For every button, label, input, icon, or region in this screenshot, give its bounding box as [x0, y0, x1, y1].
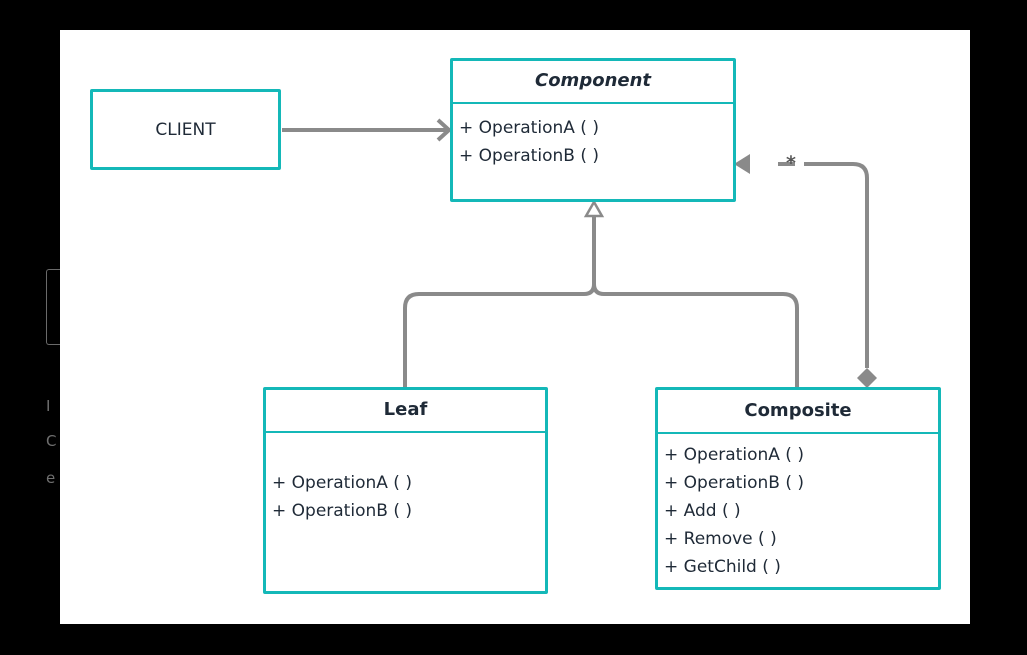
association-arrow [282, 118, 452, 142]
leaf-member: + OperationA ( ) [272, 473, 412, 493]
composite-member: + Remove ( ) [664, 529, 777, 549]
ghost-text-line: I [46, 398, 51, 414]
leaf-members: + OperationA ( ) + OperationB ( ) [266, 433, 545, 525]
composite-member: + OperationB ( ) [664, 473, 804, 493]
generalization-connector [403, 199, 799, 387]
aggregation-connector [734, 154, 877, 388]
composite-member: + GetChild ( ) [664, 557, 781, 577]
diagram-canvas: I C e * CLIENT Component + OperationA ( … [46, 30, 970, 624]
client-box[interactable]: CLIENT [90, 89, 281, 170]
component-class-name: Component [453, 61, 733, 104]
composite-members: + OperationA ( ) + OperationB ( ) + Add … [658, 434, 938, 581]
component-class-box[interactable]: Component + OperationA ( ) + OperationB … [450, 58, 736, 202]
connectors-layer [282, 118, 877, 388]
client-label: CLIENT [155, 119, 216, 140]
component-member: + OperationA ( ) [459, 118, 599, 138]
composite-member: + Add ( ) [664, 501, 741, 521]
component-members: + OperationA ( ) + OperationB ( ) [453, 104, 733, 170]
ghost-text-line: C [46, 433, 57, 449]
composite-member: + OperationA ( ) [664, 445, 804, 465]
ghost-text-line: e [46, 470, 56, 486]
composite-class-box[interactable]: Composite + OperationA ( ) + OperationB … [655, 387, 941, 590]
leaf-class-box[interactable]: Leaf + OperationA ( ) + OperationB ( ) [263, 387, 548, 594]
multiplicity-label: * [786, 152, 796, 174]
ghost-frame [46, 269, 60, 345]
composite-class-name: Composite [658, 390, 938, 434]
leaf-class-name: Leaf [266, 390, 545, 433]
leaf-member: + OperationB ( ) [272, 501, 412, 521]
component-member: + OperationB ( ) [459, 146, 599, 166]
